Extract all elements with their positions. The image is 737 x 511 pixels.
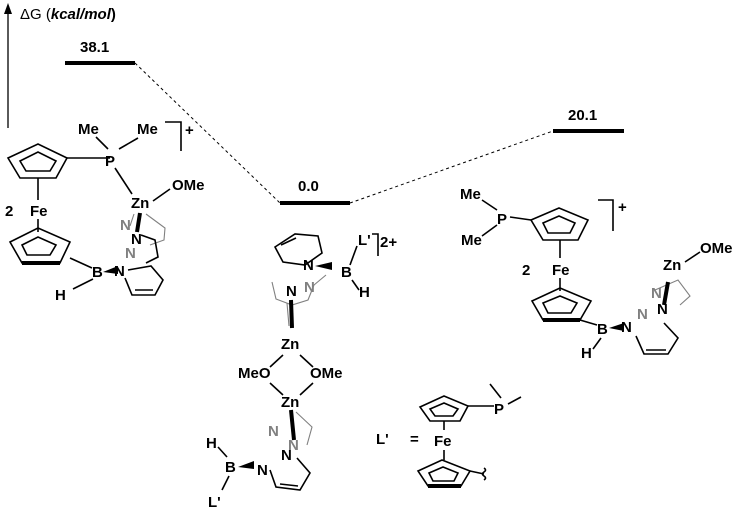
axis-arrow-icon — [4, 3, 12, 14]
svg-text:N: N — [657, 301, 668, 318]
svg-text:N: N — [268, 423, 279, 440]
svg-text:N: N — [288, 437, 299, 454]
svg-text:N: N — [621, 319, 632, 336]
svg-text:Zn: Zn — [131, 195, 149, 212]
svg-text:H: H — [206, 435, 217, 452]
svg-text:Me: Me — [461, 232, 482, 249]
svg-text:N: N — [114, 263, 125, 280]
svg-text:B: B — [92, 264, 103, 281]
svg-text:+: + — [185, 122, 194, 139]
svg-text:OMe: OMe — [700, 240, 733, 257]
svg-text:OMe: OMe — [310, 365, 343, 382]
svg-text:N: N — [281, 447, 292, 464]
svg-text:Me: Me — [78, 121, 99, 138]
svg-text:N: N — [125, 245, 136, 262]
svg-text:H: H — [55, 287, 66, 304]
svg-text:P: P — [494, 401, 504, 418]
svg-text:Zn: Zn — [281, 394, 299, 411]
svg-text:N: N — [257, 462, 268, 479]
svg-text:MeO: MeO — [238, 365, 271, 382]
energy-value-3: 20.1 — [568, 107, 597, 124]
svg-text:B: B — [597, 321, 608, 338]
svg-text:H: H — [581, 345, 592, 362]
svg-text:2+: 2+ — [380, 234, 397, 251]
svg-text:H: H — [359, 284, 370, 301]
svg-text:L': L' — [376, 431, 389, 448]
svg-text:P: P — [105, 153, 115, 170]
svg-text:OMe: OMe — [172, 177, 205, 194]
left-structure: P Me Me + Zn OMe 2 Fe B H N N N N — [5, 121, 205, 304]
svg-text:N: N — [131, 231, 142, 248]
svg-text:B: B — [341, 264, 352, 281]
axis-label: ΔG (kcal/mol) — [20, 6, 116, 23]
svg-text:Zn: Zn — [281, 336, 299, 353]
svg-text:2: 2 — [522, 262, 530, 279]
svg-text:B: B — [225, 459, 236, 476]
energy-value-2: 0.0 — [298, 178, 319, 195]
right-structure: Me Me P + Fe 2 B H N N N N Zn OMe — [460, 186, 733, 362]
svg-text:+: + — [618, 199, 627, 216]
svg-text:Me: Me — [137, 121, 158, 138]
svg-text:N: N — [637, 306, 648, 323]
svg-text:Fe: Fe — [552, 262, 570, 279]
svg-text:=: = — [410, 431, 419, 448]
center-structure: N B L' 2+ H N N Zn MeO OMe Zn N N N N B — [206, 232, 397, 511]
connector-2-3 — [349, 130, 554, 204]
energy-value-1: 38.1 — [80, 39, 109, 56]
svg-text:Zn: Zn — [663, 257, 681, 274]
svg-text:N: N — [651, 285, 662, 302]
svg-text:L': L' — [208, 494, 221, 511]
svg-text:L': L' — [358, 232, 371, 249]
svg-text:N: N — [303, 257, 314, 274]
svg-text:N: N — [286, 283, 297, 300]
ligand-legend: L' = P Fe — [376, 383, 522, 488]
svg-text:N: N — [120, 217, 131, 234]
svg-text:Fe: Fe — [30, 203, 48, 220]
svg-text:N: N — [304, 279, 315, 296]
svg-text:2: 2 — [5, 203, 13, 220]
svg-text:Fe: Fe — [434, 433, 452, 450]
svg-text:P: P — [497, 211, 507, 228]
svg-text:Me: Me — [460, 186, 481, 203]
